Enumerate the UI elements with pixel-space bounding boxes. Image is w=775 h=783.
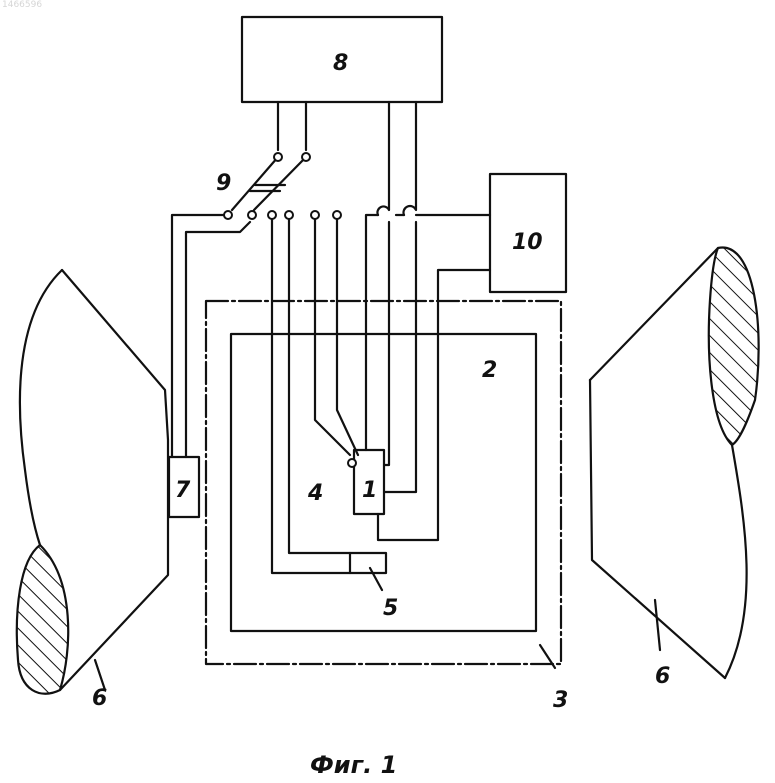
label-part-3: 3 <box>553 688 568 713</box>
label-block-7: 7 <box>175 478 191 503</box>
label-part-6-left: 6 <box>92 686 107 711</box>
terminal-6 <box>333 211 341 219</box>
label-part-2: 2 <box>482 358 497 383</box>
label-block-10: 10 <box>512 230 543 255</box>
roller-6-left-back <box>20 270 62 545</box>
label-switch-9: 9 <box>216 171 231 196</box>
terminal-3 <box>268 211 276 219</box>
leader-6-right <box>655 600 660 650</box>
wire-switch-to-7-a <box>172 215 228 457</box>
wire-switch-to-7-b <box>186 222 250 457</box>
figure-caption: Фиг. 1 <box>310 751 397 779</box>
wire-10-to-1 <box>378 270 490 540</box>
wire-terminal-3-to-5 <box>272 219 350 573</box>
wire-8-c-top <box>377 102 389 215</box>
leader-5 <box>370 568 382 590</box>
roller-6-right-hatched-face <box>709 248 759 445</box>
roller-6-left-hatched-face <box>17 545 68 694</box>
label-part-6-right: 6 <box>655 664 670 689</box>
wire-8-c-to-1 <box>366 215 378 450</box>
wire-8-d-top <box>404 102 416 215</box>
terminal-5 <box>311 211 319 219</box>
element-5 <box>350 553 386 573</box>
terminal-on-block-1 <box>348 459 356 467</box>
label-block-1: 1 <box>362 478 377 503</box>
switch-9-pivot-b <box>302 153 310 161</box>
wire-8-e-to-1 <box>384 222 389 465</box>
label-block-8: 8 <box>333 51 348 76</box>
switch-9-pivot-a <box>274 153 282 161</box>
switch-9-blade-b <box>254 157 306 210</box>
label-part-4: 4 <box>307 481 323 506</box>
label-part-5: 5 <box>383 596 398 621</box>
terminal-4 <box>285 211 293 219</box>
roller-6-left-outline <box>60 270 168 690</box>
terminal-2 <box>248 211 256 219</box>
wire-terminal-5-to-1 <box>315 219 350 455</box>
wire-terminal-6-to-1 <box>337 219 358 455</box>
roller-6-right-top <box>590 248 718 380</box>
switch-9-linkage <box>250 185 285 191</box>
leader-4-none <box>323 465 333 488</box>
terminal-1 <box>224 211 232 219</box>
switch-9-blade-a <box>232 157 278 210</box>
roller-6-right-back <box>725 445 747 678</box>
